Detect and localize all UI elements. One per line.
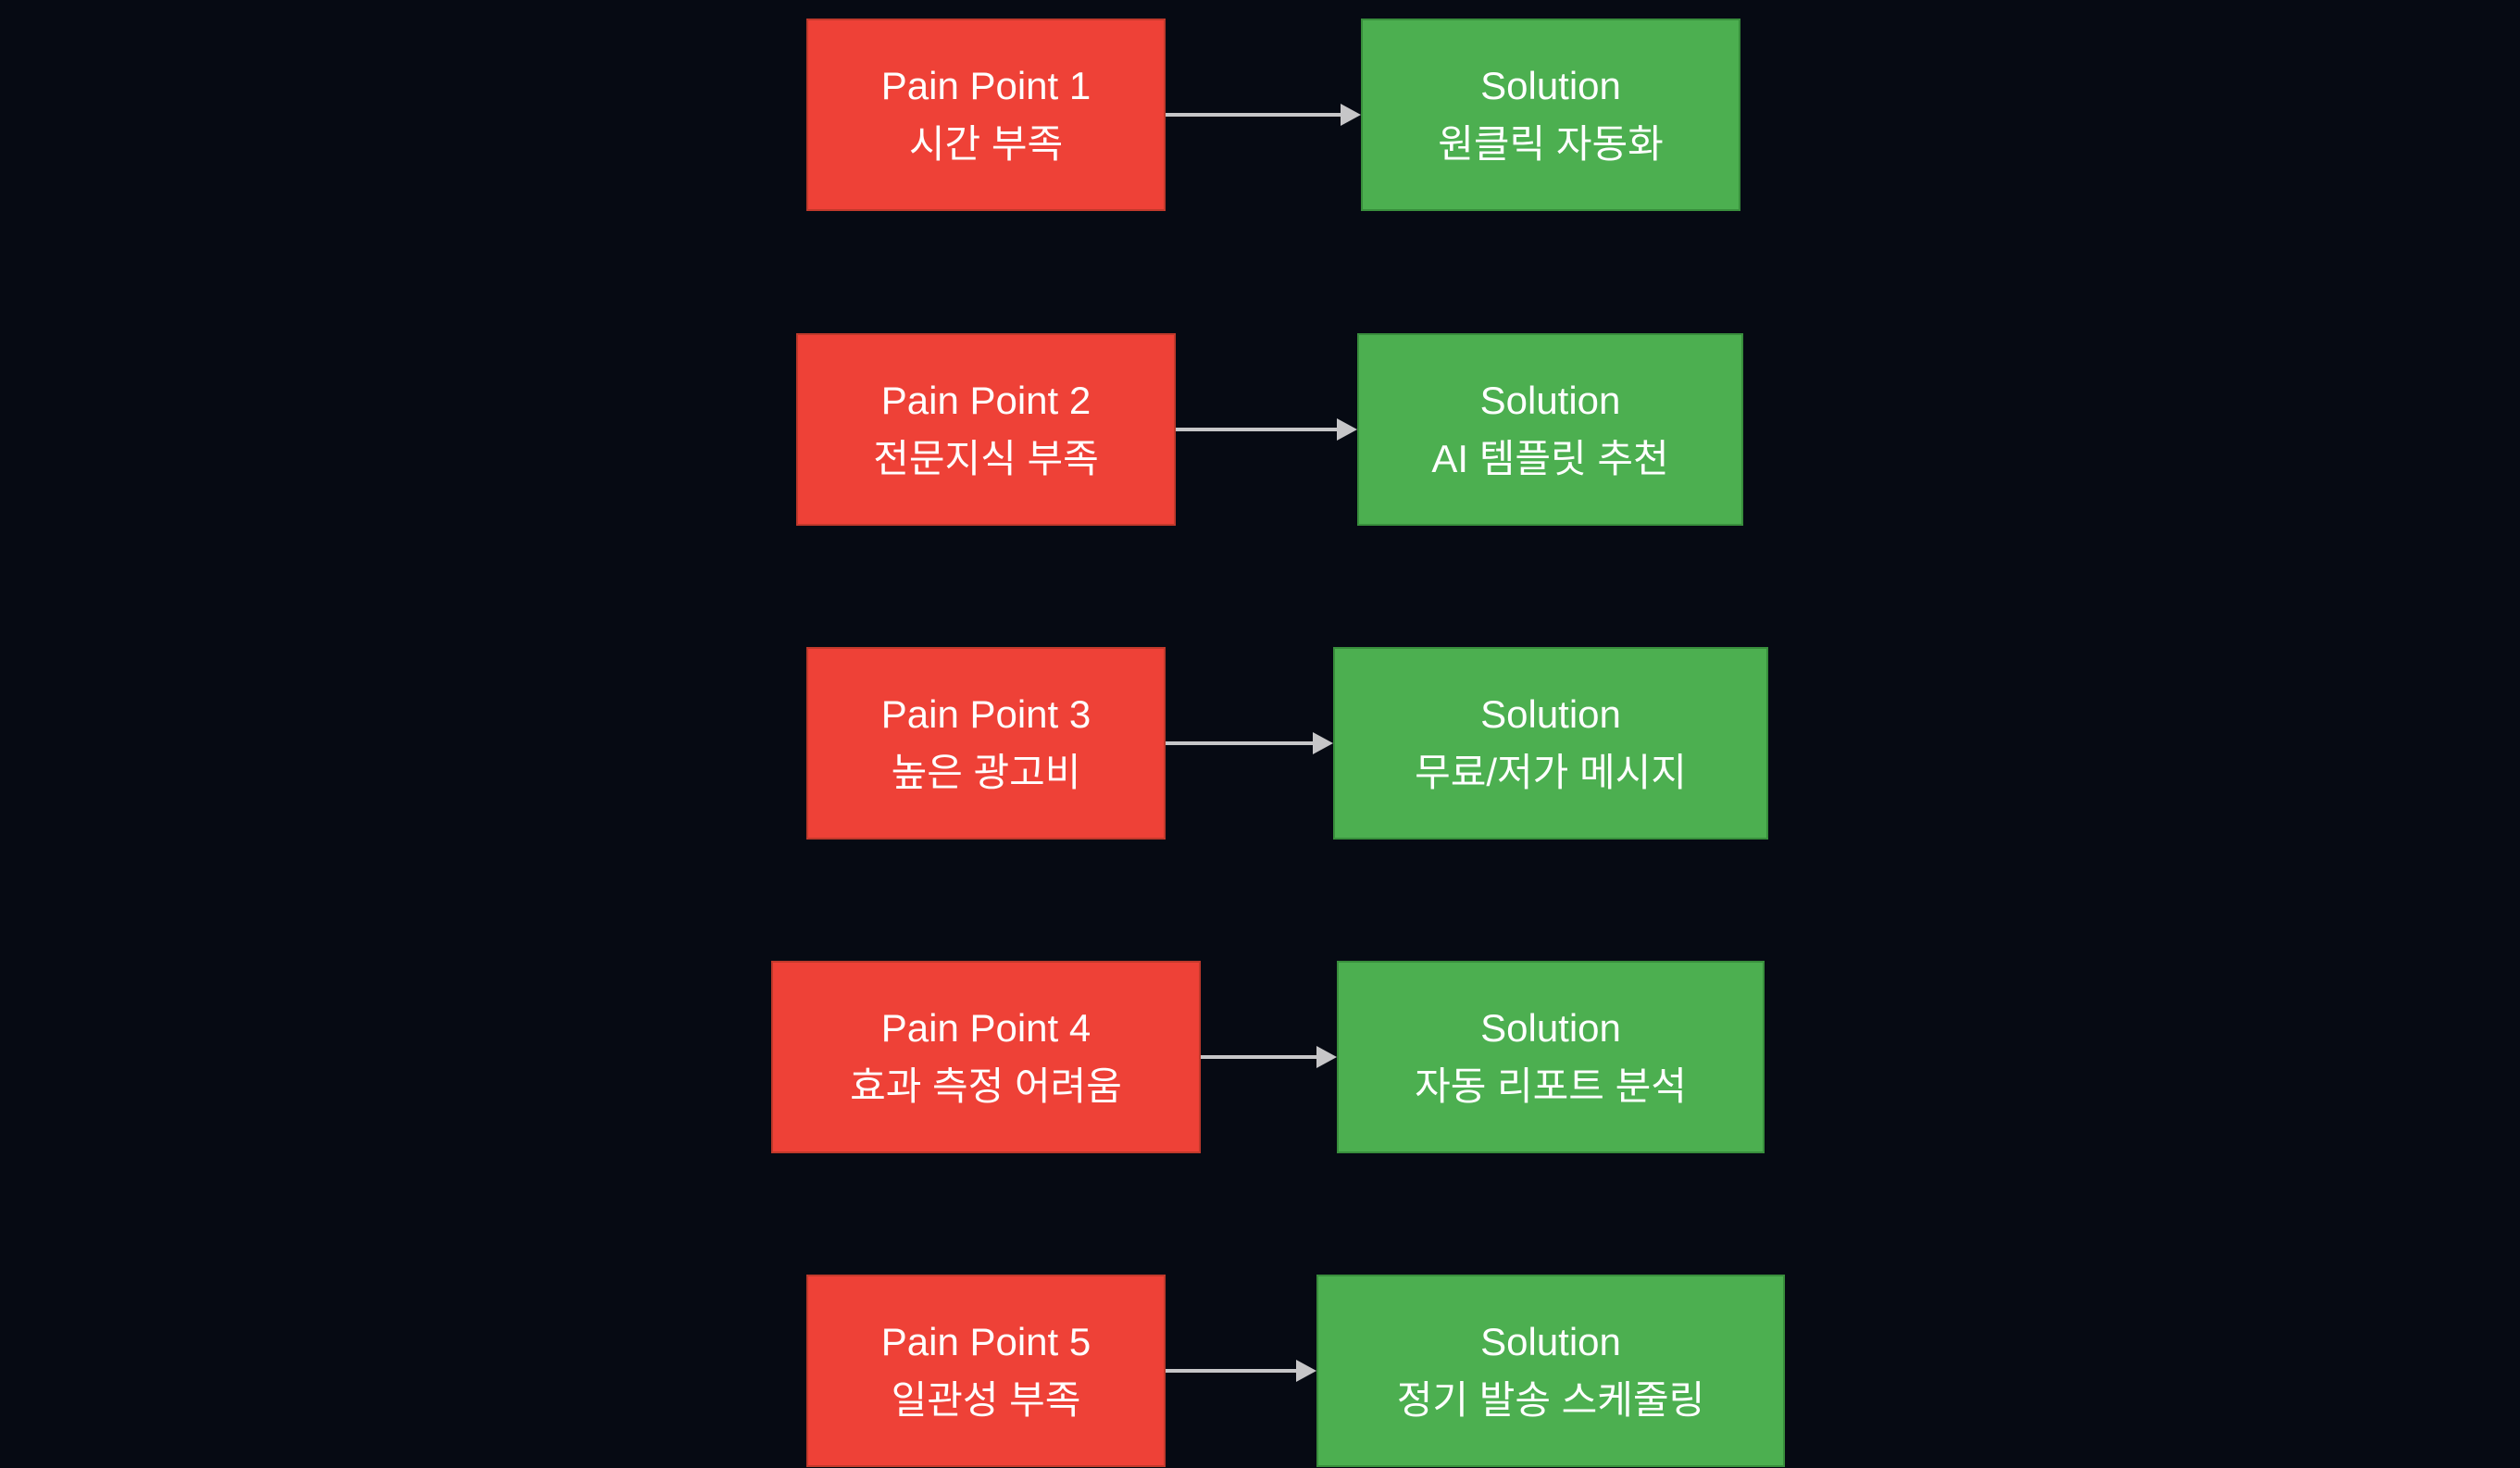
- arrow-line: [1176, 428, 1337, 431]
- pain-node-label: 효과 측정 어려움: [850, 1064, 1122, 1108]
- flow-row-5: Pain Point 5 일관성 부족 Solution 정기 발송 스케줄링: [0, 1275, 2520, 1467]
- solution-node-label: 정기 발송 스케줄링: [1396, 1378, 1705, 1422]
- arrow-head: [1337, 418, 1357, 441]
- pain-node-label: 전문지식 부족: [873, 437, 1099, 480]
- solution-node-3: Solution 무료/저가 메시지: [1333, 647, 1768, 840]
- solution-node-title: Solution: [1480, 1006, 1621, 1050]
- arrow-line: [1201, 1055, 1316, 1059]
- flow-arrow-4: [1201, 961, 1337, 1153]
- pain-node-3: Pain Point 3 높은 광고비: [806, 647, 1166, 840]
- arrow-line: [1166, 741, 1313, 745]
- pain-node-title: Pain Point 2: [880, 379, 1092, 422]
- solution-node-5: Solution 정기 발송 스케줄링: [1316, 1275, 1785, 1467]
- solution-node-title: Solution: [1480, 692, 1621, 736]
- pain-node-label: 시간 부족: [908, 122, 1064, 166]
- flow-arrow-1: [1166, 19, 1361, 211]
- pain-node-title: Pain Point 3: [880, 692, 1092, 736]
- solution-node-2: Solution AI 템플릿 추천: [1357, 333, 1743, 526]
- flow-arrow-5: [1166, 1275, 1316, 1467]
- pain-node-5: Pain Point 5 일관성 부족: [806, 1275, 1166, 1467]
- flow-row-2: Pain Point 2 전문지식 부족 Solution AI 템플릿 추천: [0, 333, 2520, 526]
- arrow-head: [1316, 1046, 1337, 1068]
- flow-arrow-3: [1166, 647, 1333, 840]
- arrow-head: [1296, 1360, 1316, 1382]
- solution-node-title: Solution: [1480, 64, 1621, 107]
- flow-row-4: Pain Point 4 효과 측정 어려움 Solution 자동 리포트 분…: [0, 961, 2520, 1153]
- flow-row-1: Pain Point 1 시간 부족 Solution 원클릭 자동화: [0, 19, 2520, 211]
- solution-node-1: Solution 원클릭 자동화: [1361, 19, 1740, 211]
- arrow-line: [1166, 1369, 1296, 1373]
- pain-node-label: 높은 광고비: [891, 751, 1081, 794]
- pain-node-label: 일관성 부족: [891, 1378, 1081, 1422]
- arrow-line: [1166, 113, 1341, 117]
- pain-node-1: Pain Point 1 시간 부족: [806, 19, 1166, 211]
- pain-node-title: Pain Point 5: [880, 1320, 1092, 1363]
- solution-node-label: 원클릭 자동화: [1438, 122, 1664, 166]
- solution-node-title: Solution: [1479, 379, 1621, 422]
- flow-arrow-2: [1176, 333, 1357, 526]
- pain-node-4: Pain Point 4 효과 측정 어려움: [771, 961, 1201, 1153]
- solution-node-label: 무료/저가 메시지: [1415, 751, 1687, 794]
- arrow-head: [1341, 104, 1361, 126]
- pain-node-2: Pain Point 2 전문지식 부족: [796, 333, 1176, 526]
- solution-node-title: Solution: [1480, 1320, 1621, 1363]
- arrow-head: [1313, 732, 1333, 754]
- solution-node-label: 자동 리포트 분석: [1415, 1064, 1687, 1108]
- pain-node-title: Pain Point 4: [880, 1006, 1092, 1050]
- solution-node-4: Solution 자동 리포트 분석: [1337, 961, 1765, 1153]
- pain-node-title: Pain Point 1: [880, 64, 1092, 107]
- flow-row-3: Pain Point 3 높은 광고비 Solution 무료/저가 메시지: [0, 647, 2520, 840]
- solution-node-label: AI 템플릿 추천: [1431, 437, 1669, 480]
